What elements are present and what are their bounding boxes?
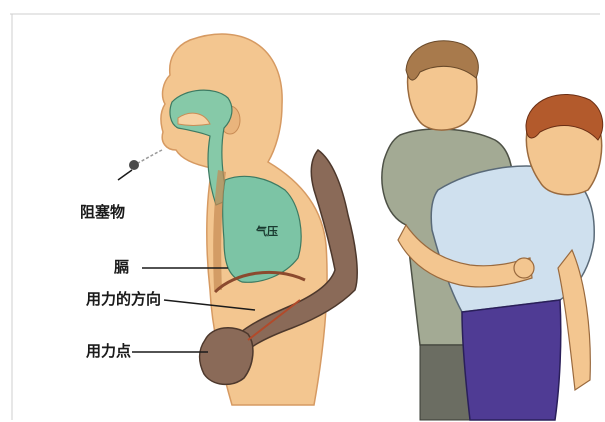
label-force-direction: 用力的方向 — [86, 292, 161, 307]
rescuer-fist — [200, 328, 253, 385]
victim-pants — [462, 300, 561, 420]
pellet-icon — [118, 150, 162, 180]
label-force-point: 用力点 — [86, 344, 131, 359]
rescue-scene — [382, 41, 603, 420]
label-air-pressure: 气压 — [256, 226, 278, 237]
label-foreign-object: 阻塞物 — [80, 205, 125, 220]
rescuer-fist-hold — [514, 258, 534, 278]
cross-section-figure — [161, 34, 357, 405]
label-diaphragm: 膈 — [114, 260, 129, 275]
